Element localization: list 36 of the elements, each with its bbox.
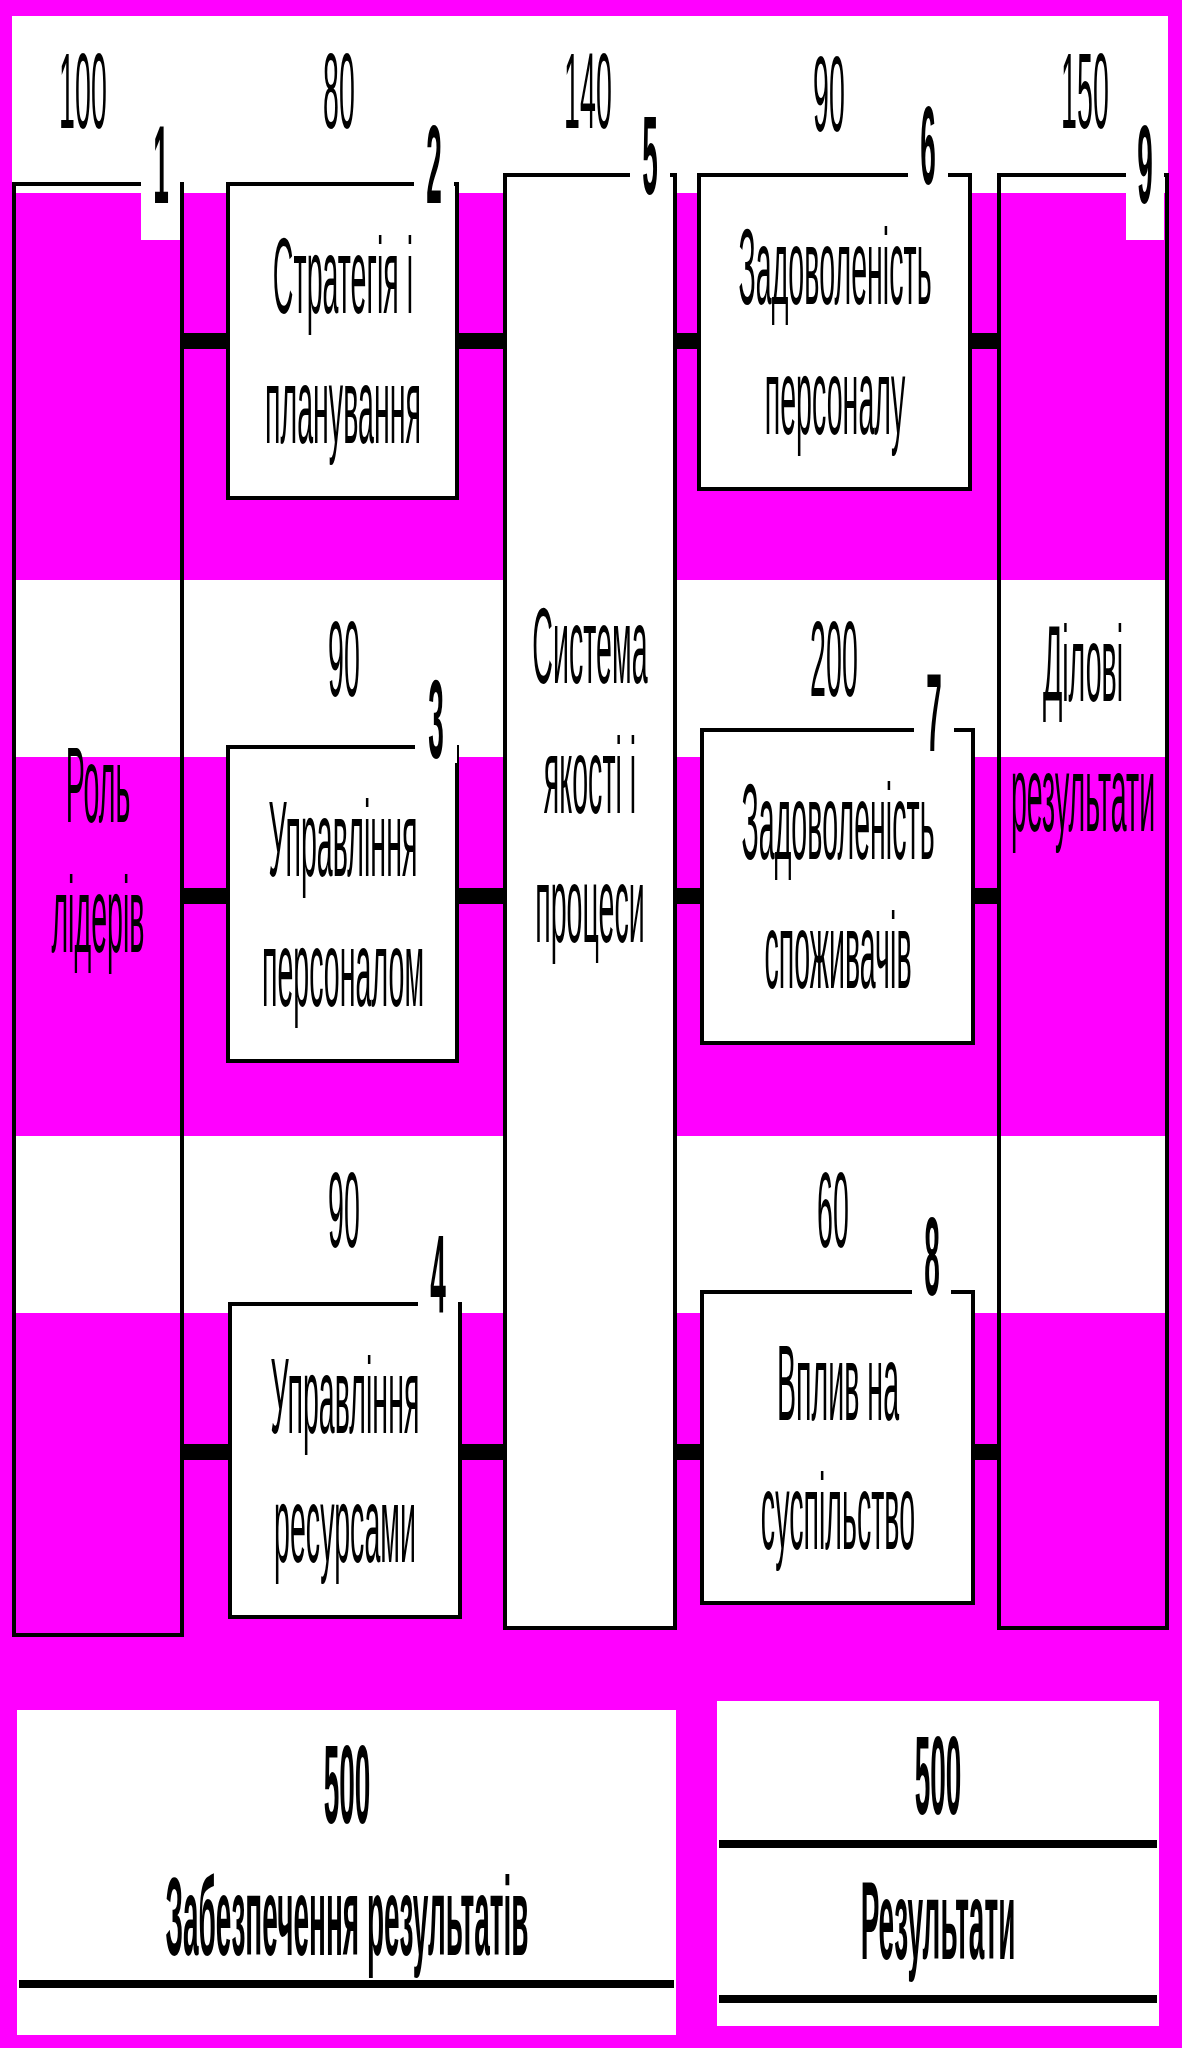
weight-value: 140 <box>564 37 612 145</box>
connector-line <box>184 333 226 349</box>
connector-line <box>462 1444 503 1460</box>
connector-line <box>975 888 997 904</box>
criterion-label: Задоволеність споживачів <box>740 759 935 1014</box>
connector-line <box>459 333 503 349</box>
criterion-label: Ділові результати <box>1010 602 1156 856</box>
connector-line <box>459 888 503 904</box>
criterion-label: Роль лідерів <box>50 723 146 977</box>
connector-line <box>975 1444 997 1460</box>
weight-value: 90 <box>328 1156 360 1264</box>
connector-line <box>677 1444 700 1460</box>
weight-value: 90 <box>328 605 360 713</box>
total-value: 500 <box>914 1712 962 1840</box>
criterion-label: Управління ресурсами <box>270 1333 420 1588</box>
weight-value: 150 <box>1061 37 1109 145</box>
connector-line <box>184 1444 228 1460</box>
criterion-label: Задоволеність персоналу <box>737 205 932 459</box>
section-title: Результати <box>860 1857 1016 1985</box>
weight-value: 90 <box>813 40 845 148</box>
connector-line <box>677 333 697 349</box>
criterion-label: Управління персоналом <box>260 777 425 1031</box>
weight-value: 100 <box>59 37 107 145</box>
total-value: 500 <box>323 1721 370 1849</box>
summary-panel <box>17 1710 676 2035</box>
weight-value: 60 <box>817 1156 849 1264</box>
criterion-label: Стратегія і планування <box>263 214 422 468</box>
criterion-label: Вплив на суспільство <box>759 1320 916 1575</box>
weight-value: 200 <box>810 605 858 713</box>
connector-line <box>972 333 997 349</box>
weight-value: 80 <box>323 37 355 145</box>
summary-panel <box>717 1701 1159 2026</box>
criterion-label: Система якості і процеси <box>531 584 649 968</box>
connector-line <box>677 888 700 904</box>
connector-line <box>184 888 226 904</box>
section-title: Забезпечення результатів <box>164 1853 529 1981</box>
